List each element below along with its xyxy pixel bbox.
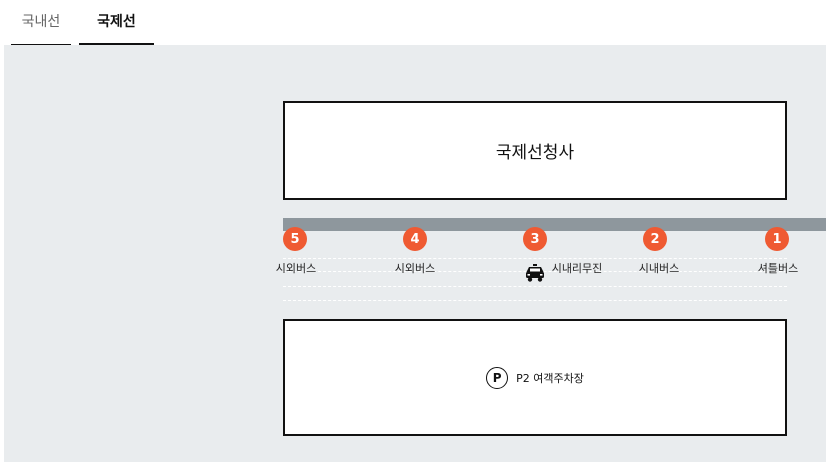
lane-divider — [283, 258, 787, 259]
lane-divider — [283, 300, 787, 301]
stop-badge-5[interactable]: 5 — [283, 227, 307, 251]
parking-building: P P2 여객주차장 — [283, 319, 787, 436]
tab-bar: 국내선 국제선 — [0, 0, 826, 45]
tab-international[interactable]: 국제선 — [79, 0, 154, 45]
stop-label-3: 시내리무진 — [551, 262, 603, 275]
stop-label-2: 시내버스 — [638, 262, 680, 275]
stop-badge-4[interactable]: 4 — [403, 227, 427, 251]
road — [283, 218, 826, 231]
stop-label-5: 시외버스 — [275, 262, 317, 275]
taxi-icon — [526, 264, 544, 282]
terminal-building: 국제선청사 — [283, 101, 787, 200]
stop-label-4: 시외버스 — [394, 262, 436, 275]
tab-domestic[interactable]: 국내선 — [11, 0, 71, 45]
stop-badge-2[interactable]: 2 — [643, 227, 667, 251]
stop-badge-3[interactable]: 3 — [523, 227, 547, 251]
parking-label: P2 여객주차장 — [516, 371, 584, 385]
lane-divider — [283, 286, 787, 287]
stop-badge-1[interactable]: 1 — [765, 227, 789, 251]
stop-label-1: 셔틀버스 — [757, 262, 799, 275]
parking-icon: P — [486, 366, 509, 389]
terminal-label: 국제선청사 — [495, 143, 575, 163]
